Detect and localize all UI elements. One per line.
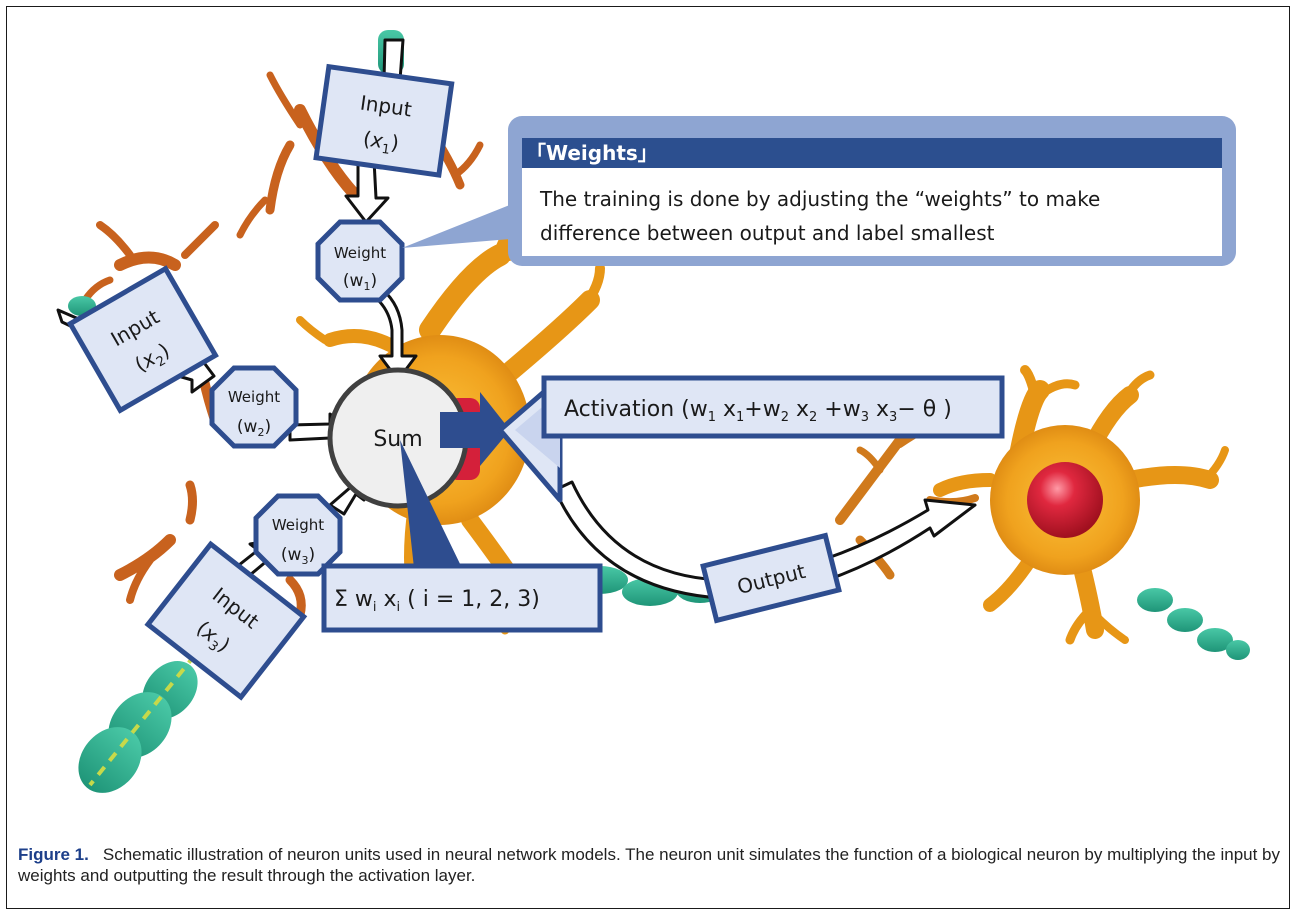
figure-caption-text: Schematic illustration of neuron units u… [18,845,1281,885]
weight-w2-label: Weight [228,388,280,406]
output-neuron [933,365,1229,645]
weight-w3-label: Weight [272,516,324,534]
weights-callout: 「Weights」 The training is done by adjust… [402,116,1236,266]
input-box-x1: Input (x1) [313,63,455,178]
activation-callout: Activation (w1 x1+w2 x2 +w3 x3− θ ) [497,375,1005,503]
weight-node-w3: Weight (w3) [253,493,343,577]
weight-node-w1: Weight (w1) [315,219,405,303]
weights-callout-title: 「Weights」 [526,141,658,165]
input-box-x2: Input (x2) [66,265,219,414]
output-box: Output [700,532,842,624]
output-arrow [553,480,977,600]
sum-formula: Σ wi xi ( i = 1, 2, 3) [334,587,540,615]
weights-callout-line1: The training is done by adjusting the “w… [539,187,1100,211]
input-box-x3: Input (x3) [144,540,308,701]
activation-formula: Activation (w1 x1+w2 x2 +w3 x3− θ ) [564,397,952,425]
weight-node-w2: Weight (w2) [209,365,299,449]
sum-formula-callout: Σ wi xi ( i = 1, 2, 3) [321,440,603,633]
figure-caption: Figure 1.Schematic illustration of neuro… [18,844,1280,886]
weight-w2-var: (w2) [237,417,271,439]
weight-w1-var: (w1) [343,271,377,293]
sum-label: Sum [373,427,422,452]
input-x1-var: (x1) [361,126,400,159]
weights-callout-line2: difference between output and label smal… [540,221,995,245]
weight-w3-var: (w3) [281,545,315,567]
activation-arrow [440,392,510,466]
weight-w1-label: Weight [334,244,386,262]
axon-input-bottom [78,653,198,793]
figure-label: Figure 1. [18,845,89,864]
